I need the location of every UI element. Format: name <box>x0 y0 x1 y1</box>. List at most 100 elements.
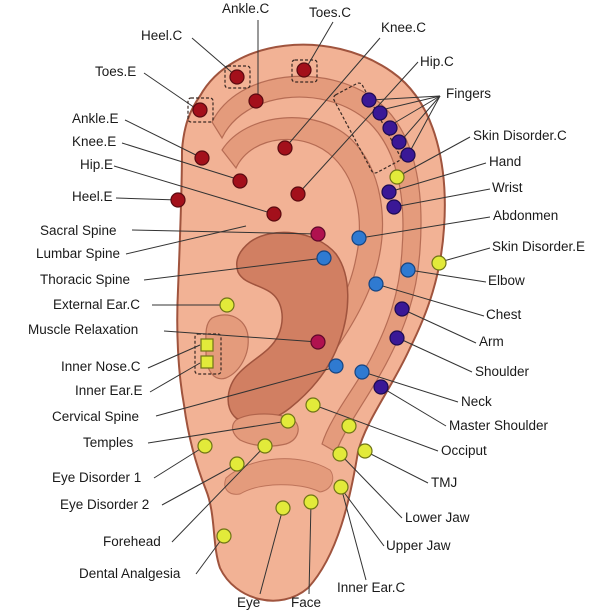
leader-face <box>308 501 312 595</box>
label-knee-e: Knee.E <box>72 134 116 149</box>
point-face <box>303 494 319 510</box>
leader-toes-c <box>304 21 334 71</box>
labels: Ankle.C Toes.C Knee.C Heel.C Hip.C Toes.… <box>28 1 585 610</box>
leader-forehead <box>171 445 266 543</box>
label-dental-analgesia: Dental Analgesia <box>79 566 181 581</box>
label-inner-nose-c: Inner Nose.C <box>61 359 141 374</box>
leader-sacral-spine <box>131 229 319 235</box>
leader-fingers-2 <box>380 95 441 111</box>
label-skin-disorder-c: Skin Disorder.C <box>473 128 567 143</box>
point-chest <box>368 276 384 292</box>
point-temples <box>280 413 296 429</box>
leader-arm <box>401 308 477 344</box>
leader-abdonmen <box>359 216 491 239</box>
leader-neck <box>362 371 459 403</box>
point-inner-ear-e <box>200 355 214 369</box>
label-master-shoulder: Master Shoulder <box>449 418 549 433</box>
label-wrist: Wrist <box>492 180 523 195</box>
label-muscle-relaxation: Muscle Relaxation <box>28 322 138 337</box>
point-tmj <box>341 418 357 434</box>
point-dental-analgesia <box>216 528 232 544</box>
leader-knee-c <box>284 37 381 149</box>
leader-knee-e <box>121 142 241 181</box>
point-master-shoulder <box>373 379 389 395</box>
label-neck: Neck <box>461 394 492 409</box>
label-tmj: TMJ <box>431 475 457 490</box>
label-cervical-spine: Cervical Spine <box>52 409 139 424</box>
label-temples: Temples <box>83 435 134 450</box>
label-upper-jaw: Upper Jaw <box>386 538 451 553</box>
point-upper-jaw <box>333 479 349 495</box>
leader-occiput <box>313 404 439 452</box>
label-toes-e: Toes.E <box>95 64 136 79</box>
point-muscle-relaxation <box>310 334 326 350</box>
point-thoracic-spine <box>316 250 332 266</box>
label-chest: Chest <box>486 307 522 322</box>
point-shoulder <box>389 330 405 346</box>
point-forehead <box>257 438 273 454</box>
leader-inner-ear-c <box>340 486 367 581</box>
leader-ankle-e <box>124 119 203 159</box>
label-eye-disorder-2: Eye Disorder 2 <box>60 497 149 512</box>
leader-fingers-1 <box>369 95 441 101</box>
point-eye-disorder-2 <box>229 456 245 472</box>
leader-fingers-4 <box>399 95 441 143</box>
label-skin-disorder-e: Skin Disorder.E <box>492 239 585 254</box>
point-abdonmen <box>351 230 367 246</box>
point-finger-5 <box>400 147 416 163</box>
label-eye-disorder-1: Eye Disorder 1 <box>52 470 141 485</box>
point-skin-disorder-c <box>389 169 405 185</box>
point-arm <box>394 301 410 317</box>
point-occiput <box>305 397 321 413</box>
leader-eye-disorder-1 <box>153 445 206 479</box>
point-hand <box>381 184 397 200</box>
point-heel-c <box>248 93 264 109</box>
leader-tmj <box>364 450 429 484</box>
label-ankle-e: Ankle.E <box>72 111 119 126</box>
leader-dental-analgesia <box>195 535 225 575</box>
point-lower-jaw <box>332 446 348 462</box>
label-hip-e: Hip.E <box>80 157 113 172</box>
label-sacral-spine: Sacral Spine <box>40 223 117 238</box>
point-hip-e <box>266 206 282 222</box>
leader-fingers-3 <box>390 95 441 126</box>
label-lumbar-spine: Lumbar Spine <box>36 246 120 261</box>
label-inner-ear-e: Inner Ear.E <box>75 383 143 398</box>
leader-heel-e <box>115 197 179 201</box>
point-ankle-e <box>194 150 210 166</box>
leader-chest <box>375 283 485 317</box>
leader-hip-e <box>113 165 275 215</box>
point-heel-e <box>170 192 186 208</box>
leader-hip-c <box>297 61 419 195</box>
label-lower-jaw: Lower Jaw <box>405 510 470 525</box>
point-sacral-spine <box>310 226 326 242</box>
point-knee-e <box>232 173 248 189</box>
point-finger-4 <box>391 134 407 150</box>
label-eye: Eye <box>237 595 260 610</box>
leader-elbow <box>408 269 487 283</box>
leader-lumbar-spine <box>125 225 247 255</box>
leader-inner-ear-e <box>149 362 201 393</box>
leader-toes-e <box>143 72 199 111</box>
label-external-ear-c: External Ear.C <box>53 297 140 312</box>
leader-lower-jaw <box>339 453 403 519</box>
point-hip-c <box>290 186 306 202</box>
point-inner-nose-c <box>200 338 214 352</box>
point-finger-2 <box>372 105 388 121</box>
label-hand: Hand <box>489 154 521 169</box>
toes-e-box <box>187 97 214 123</box>
label-hip-c: Hip.C <box>420 54 454 69</box>
point-external-ear-c <box>219 297 235 313</box>
label-toes-c: Toes.C <box>309 5 351 20</box>
point-ankle-c <box>229 69 245 85</box>
point-finger-3 <box>382 120 398 136</box>
point-skin-disorder-e <box>431 255 447 271</box>
point-knee-c <box>277 140 293 156</box>
label-thoracic-spine: Thoracic Spine <box>40 272 130 287</box>
label-knee-c: Knee.C <box>381 20 426 35</box>
label-inner-ear-c: Inner Ear.C <box>337 580 406 595</box>
leader-temples <box>147 420 289 444</box>
leader-muscle-relaxation <box>163 330 319 343</box>
